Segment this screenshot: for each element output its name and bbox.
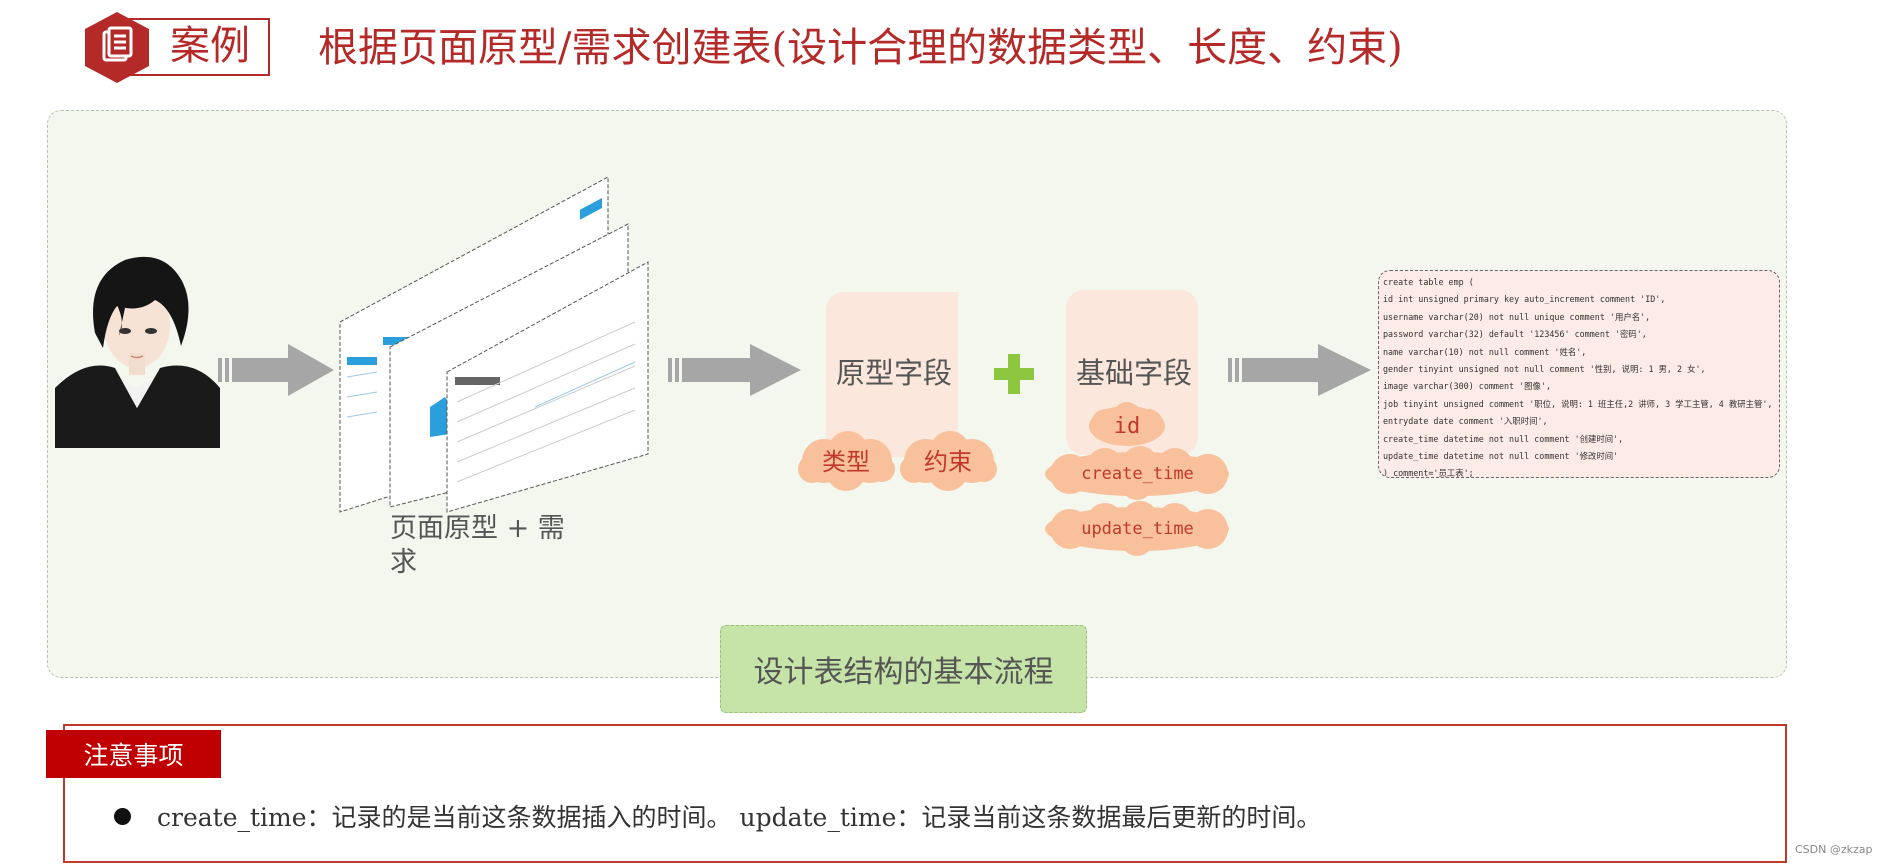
case-label: 案例 [170, 23, 250, 69]
id-cloud: id [1086, 402, 1168, 450]
code-line: entrydate date comment '入职时间', [1383, 416, 1548, 427]
create-time-cloud: create_time [1040, 446, 1235, 502]
prototype-fields-title: 原型字段 [836, 356, 953, 390]
pages-caption: 页面原型 + 需求 [390, 513, 565, 578]
flow-label: 设计表结构的基本流程 [720, 625, 1087, 713]
document-icon [85, 12, 149, 83]
code-line: name varchar(10) not null comment '姓名', [1383, 346, 1587, 357]
code-line: image varchar(300) comment '图像', [1383, 381, 1552, 392]
page-prototype-screens-image [339, 176, 649, 513]
create-table-sql: create table emp ( id int unsigned prima… [1378, 270, 1780, 478]
notes-tag: 注意事项 [46, 730, 221, 778]
flow-arrow-1 [218, 344, 334, 396]
watermark: CSDN @zkzap [1795, 843, 1873, 856]
constraint-cloud: 约束 [898, 425, 998, 493]
base-fields-title: 基础字段 [1076, 356, 1193, 390]
notes-box [63, 724, 1787, 863]
code-line: id int unsigned primary key auto_increme… [1383, 294, 1666, 305]
plus-icon [994, 354, 1034, 394]
code-line: gender tinyint unsigned not null comment… [1383, 364, 1706, 375]
prototype-fields-box [826, 292, 958, 457]
code-line: username varchar(20) not null unique com… [1383, 311, 1651, 322]
code-line: update_time datetime not null comment '修… [1383, 451, 1619, 462]
type-cloud: 类型 [796, 425, 896, 493]
code-line: password varchar(32) default '123456' co… [1383, 329, 1647, 340]
create-time-tag: create_time [1081, 464, 1194, 484]
type-tag: 类型 [822, 447, 870, 476]
developer-avatar-image [55, 238, 220, 448]
code-line: ) comment='员工表'; [1383, 468, 1474, 478]
update-time-tag: update_time [1081, 519, 1194, 539]
id-tag: id [1113, 413, 1141, 439]
update-time-cloud: update_time [1040, 500, 1235, 558]
notes-text: create_time：记录的是当前这条数据插入的时间。 update_time… [157, 803, 1322, 832]
page-title: 根据页面原型/需求创建表(设计合理的数据类型、长度、约束) [318, 25, 1403, 71]
flow-arrow-2 [668, 344, 801, 396]
flow-arrow-3 [1228, 344, 1371, 396]
code-line: create table emp ( [1383, 277, 1474, 287]
constraint-tag: 约束 [924, 447, 972, 476]
code-line: job tinyint unsigned comment '职位, 说明: 1 … [1383, 398, 1773, 409]
code-line: create_time datetime not null comment '创… [1383, 433, 1624, 444]
bullet-icon [114, 808, 131, 825]
